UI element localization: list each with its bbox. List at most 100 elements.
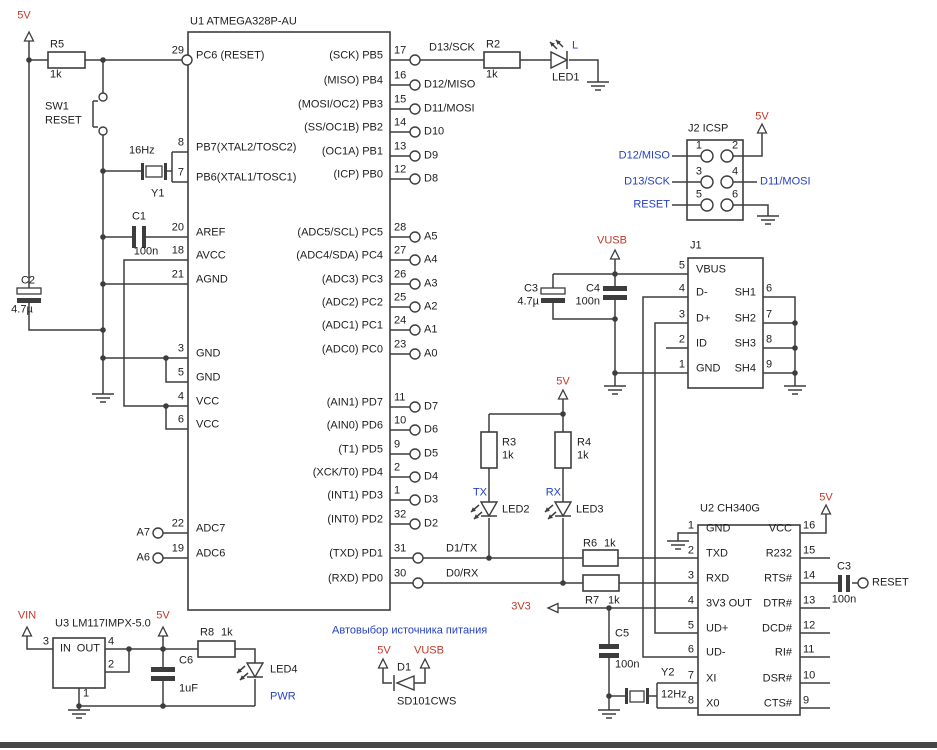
junction-dot <box>163 355 169 361</box>
pin29-open-circle <box>181 54 193 66</box>
junction-dot <box>560 411 566 417</box>
pin-terminal-circle <box>409 494 421 506</box>
junction-dot <box>612 271 618 277</box>
u3-regulator-body <box>52 637 106 689</box>
junction-dot <box>160 646 166 652</box>
resistor-r4 <box>554 431 572 469</box>
u1-ic-body <box>187 31 391 611</box>
capacitor-c1 <box>142 226 146 248</box>
junction-dot <box>560 580 566 586</box>
pin-terminal-circle <box>409 401 421 413</box>
capacitor-c2 <box>17 298 41 303</box>
wire <box>123 259 188 407</box>
wire <box>569 59 599 82</box>
wire <box>552 303 615 320</box>
resistor-r2 <box>483 51 521 69</box>
net-arrow-left-icon <box>546 602 559 614</box>
capacitor-c6 <box>151 667 175 672</box>
crystal-y2 <box>629 690 645 703</box>
wire <box>800 514 827 534</box>
junction-dot <box>100 281 106 287</box>
wire <box>28 303 103 331</box>
diode-d1-symbol <box>395 674 415 692</box>
power-arrow-icon <box>419 657 431 669</box>
power-arrow-icon <box>157 625 169 637</box>
capacitor-c1 <box>132 226 136 248</box>
pin-terminal-circle <box>409 348 421 360</box>
junction-dot <box>606 693 612 699</box>
bottom-border <box>0 742 937 748</box>
crystal-y2 <box>646 688 649 704</box>
photon-arrow-icon <box>240 675 245 680</box>
icsp-pad <box>700 149 714 163</box>
led4-symbol <box>245 662 265 679</box>
junction-dot <box>26 57 32 63</box>
pin-terminal-circle <box>409 103 421 115</box>
crystal-y1 <box>145 165 163 178</box>
resistor-r7 <box>582 574 620 592</box>
junction-dot <box>486 555 492 561</box>
junction-dot <box>163 403 169 409</box>
crystal-y2 <box>625 688 628 704</box>
wire <box>382 668 392 684</box>
junction-dot <box>612 370 618 376</box>
wire <box>642 296 698 658</box>
resistor-r6 <box>582 549 619 567</box>
icsp-pad <box>720 149 734 163</box>
photon-arrow-icon <box>474 514 479 519</box>
reset-terminal <box>857 577 869 589</box>
junction-dot <box>100 234 106 240</box>
photon-arrow-icon <box>550 42 555 47</box>
pin-terminal-circle <box>409 173 421 185</box>
pin-terminal-circle <box>409 278 421 290</box>
pin-terminal-circle <box>412 552 424 564</box>
pin-terminal-circle <box>412 577 424 589</box>
capacitor-c2 <box>16 287 42 295</box>
a6-terminal <box>152 552 164 564</box>
wire <box>733 133 763 157</box>
capacitor-c3-rts <box>838 575 842 592</box>
junction-dot <box>612 316 618 322</box>
capacitor-c6 <box>151 676 175 681</box>
capacitor-c3-usb <box>540 287 566 295</box>
junction-dot <box>160 703 166 709</box>
wire <box>763 296 796 386</box>
pin-terminal-circle <box>409 324 421 336</box>
resistor-r5 <box>47 51 86 69</box>
junction-dot <box>606 605 612 611</box>
icsp-pad <box>700 198 714 212</box>
junction-dot <box>100 327 106 333</box>
pin-terminal-circle <box>409 424 421 436</box>
photon-arrow-icon <box>237 668 242 673</box>
pin-terminal-circle <box>409 254 421 266</box>
u2-ic-body <box>697 524 801 716</box>
led2-symbol <box>479 501 499 518</box>
led1-symbol <box>550 50 569 70</box>
pin-terminal-circle <box>409 231 421 243</box>
pin-terminal-circle <box>409 126 421 138</box>
pin-terminal-circle <box>409 448 421 460</box>
junction-dot <box>76 703 82 709</box>
capacitor-c5 <box>599 653 619 658</box>
power-arrow-icon <box>377 657 389 669</box>
capacitor-c4 <box>603 295 627 300</box>
photon-arrow-icon <box>471 507 476 512</box>
pin-terminal-circle <box>409 79 421 91</box>
junction-dot <box>792 345 798 351</box>
wire <box>733 204 769 216</box>
resistor-r3 <box>480 431 498 469</box>
wire <box>677 532 698 541</box>
sw1-contact <box>98 126 108 136</box>
power-arrow-icon <box>21 625 33 637</box>
pin-terminal-circle <box>409 518 421 530</box>
wire <box>165 358 188 383</box>
icsp-pad <box>700 175 714 189</box>
wire <box>26 636 53 650</box>
resistor-r8 <box>197 640 236 658</box>
capacitor-c3-rts <box>846 575 850 592</box>
crystal-y1 <box>141 163 144 180</box>
wire <box>165 406 188 430</box>
capacitor-c3-usb <box>541 298 565 303</box>
